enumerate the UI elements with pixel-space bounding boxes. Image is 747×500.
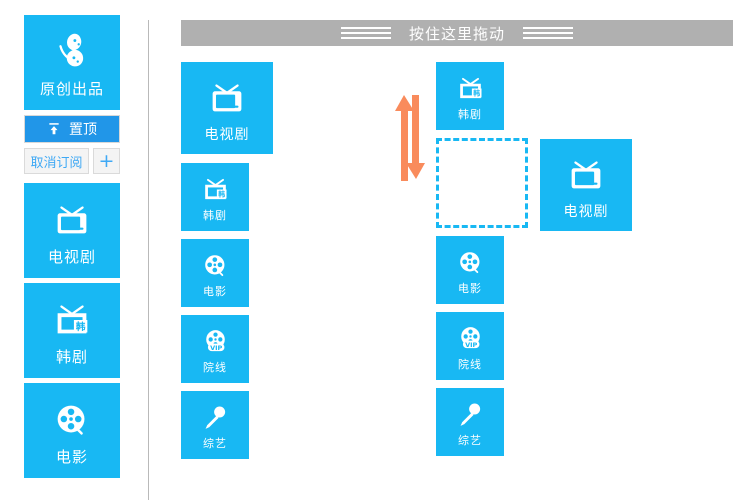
tile-label: 电影 (203, 285, 227, 298)
tile-tv-drama-source[interactable]: 电视剧 (181, 62, 273, 154)
sidebar-item-tv-drama-label: 电视剧 (47, 247, 96, 266)
microphone-icon (199, 401, 232, 434)
tile-label: 电视剧 (204, 126, 250, 143)
list-item[interactable]: 电影 (181, 239, 273, 307)
film-reel-icon (454, 246, 487, 279)
subscription-controls: 取消订阅 + (24, 148, 120, 174)
tile-cinema-vip-source[interactable]: VIP 院线 (181, 315, 249, 383)
sidebar-item-korean-drama-label: 韩剧 (55, 347, 88, 366)
sidebar-item-movie-label: 电影 (55, 447, 88, 466)
tile-cinema-vip-target[interactable]: VIP 院线 (436, 312, 504, 380)
tile-label: 院线 (458, 358, 482, 371)
dragging-tile-tv-drama[interactable]: 电视剧 (540, 139, 632, 231)
tile-movie-target[interactable]: 电影 (436, 236, 504, 304)
svg-text:VIP: VIP (210, 344, 222, 352)
double-arrow-vertical-icon (393, 93, 427, 181)
list-item[interactable]: 电影 (436, 236, 528, 304)
microphone-icon (454, 398, 487, 431)
list-item[interactable]: VIP 院线 (436, 312, 528, 380)
list-item[interactable]: 韩 韩剧 (436, 62, 528, 130)
pin-to-top-button[interactable]: 置顶 (24, 115, 120, 143)
tile-movie-source[interactable]: 电影 (181, 239, 249, 307)
list-item[interactable]: 综艺 (436, 388, 528, 456)
tile-korean-drama-target[interactable]: 韩 韩剧 (436, 62, 504, 130)
list-item[interactable]: VIP 院线 (181, 315, 273, 383)
tv-korean-icon: 韩 (454, 72, 487, 105)
tile-label: 电视剧 (563, 203, 609, 220)
tile-korean-drama-source[interactable]: 韩 韩剧 (181, 163, 249, 231)
drag-bar-label: 按住这里拖动 (408, 24, 505, 43)
tile-label: 电影 (458, 282, 482, 295)
list-item[interactable]: 韩 韩剧 (181, 163, 273, 231)
sidebar-item-tv-drama[interactable]: 电视剧 (24, 183, 120, 278)
drag-handle-bar[interactable]: 按住这里拖动 (181, 20, 733, 46)
sidebar-item-featured-label: 原创出品 (39, 79, 104, 98)
tv-icon (204, 75, 250, 121)
list-item[interactable]: 综艺 (181, 391, 273, 459)
tile-label: 院线 (203, 361, 227, 374)
tv-icon (563, 152, 609, 198)
tile-variety-source[interactable]: 综艺 (181, 391, 249, 459)
grip-lines-icon-right (523, 27, 573, 39)
grip-lines-icon-left (340, 27, 391, 39)
sidebar-item-movie[interactable]: 电影 (24, 383, 120, 478)
pin-up-arrow-icon (47, 122, 61, 136)
drop-zone[interactable] (436, 138, 528, 228)
film-reel-vip-icon: VIP (454, 322, 487, 355)
film-reel-vip-icon: VIP (199, 325, 232, 358)
film-reel-icon (49, 397, 95, 443)
svg-text:韩: 韩 (473, 89, 480, 98)
source-column: 电视剧 韩 韩剧 (181, 62, 273, 467)
tv-icon (49, 197, 95, 243)
tv-korean-icon: 韩 (199, 173, 232, 206)
sidebar-item-korean-drama[interactable]: 韩 韩剧 (24, 283, 120, 378)
tile-label: 综艺 (203, 437, 227, 450)
drop-placeholder[interactable] (436, 138, 528, 228)
tile-label: 韩剧 (458, 108, 482, 121)
tile-variety-target[interactable]: 综艺 (436, 388, 504, 456)
tile-label: 综艺 (458, 434, 482, 447)
pin-to-top-label: 置顶 (69, 122, 97, 138)
svg-text:韩: 韩 (218, 190, 225, 199)
svg-text:韩: 韩 (76, 320, 86, 332)
unsubscribe-button[interactable]: 取消订阅 (24, 148, 89, 174)
sidebar: 原创出品 置顶 取消订阅 + 电视剧 (24, 15, 120, 483)
target-column: 韩 韩剧 电影 (436, 62, 528, 464)
film-reel-icon (199, 249, 232, 282)
tv-korean-icon: 韩 (49, 297, 95, 343)
add-button[interactable]: + (93, 148, 120, 174)
tile-label: 韩剧 (203, 209, 227, 222)
svg-text:VIP: VIP (465, 341, 477, 349)
list-item[interactable]: 电视剧 (181, 62, 273, 154)
sidebar-item-featured[interactable]: 原创出品 (24, 15, 120, 110)
vertical-divider (148, 20, 149, 500)
brand-logo-icon (49, 29, 95, 75)
